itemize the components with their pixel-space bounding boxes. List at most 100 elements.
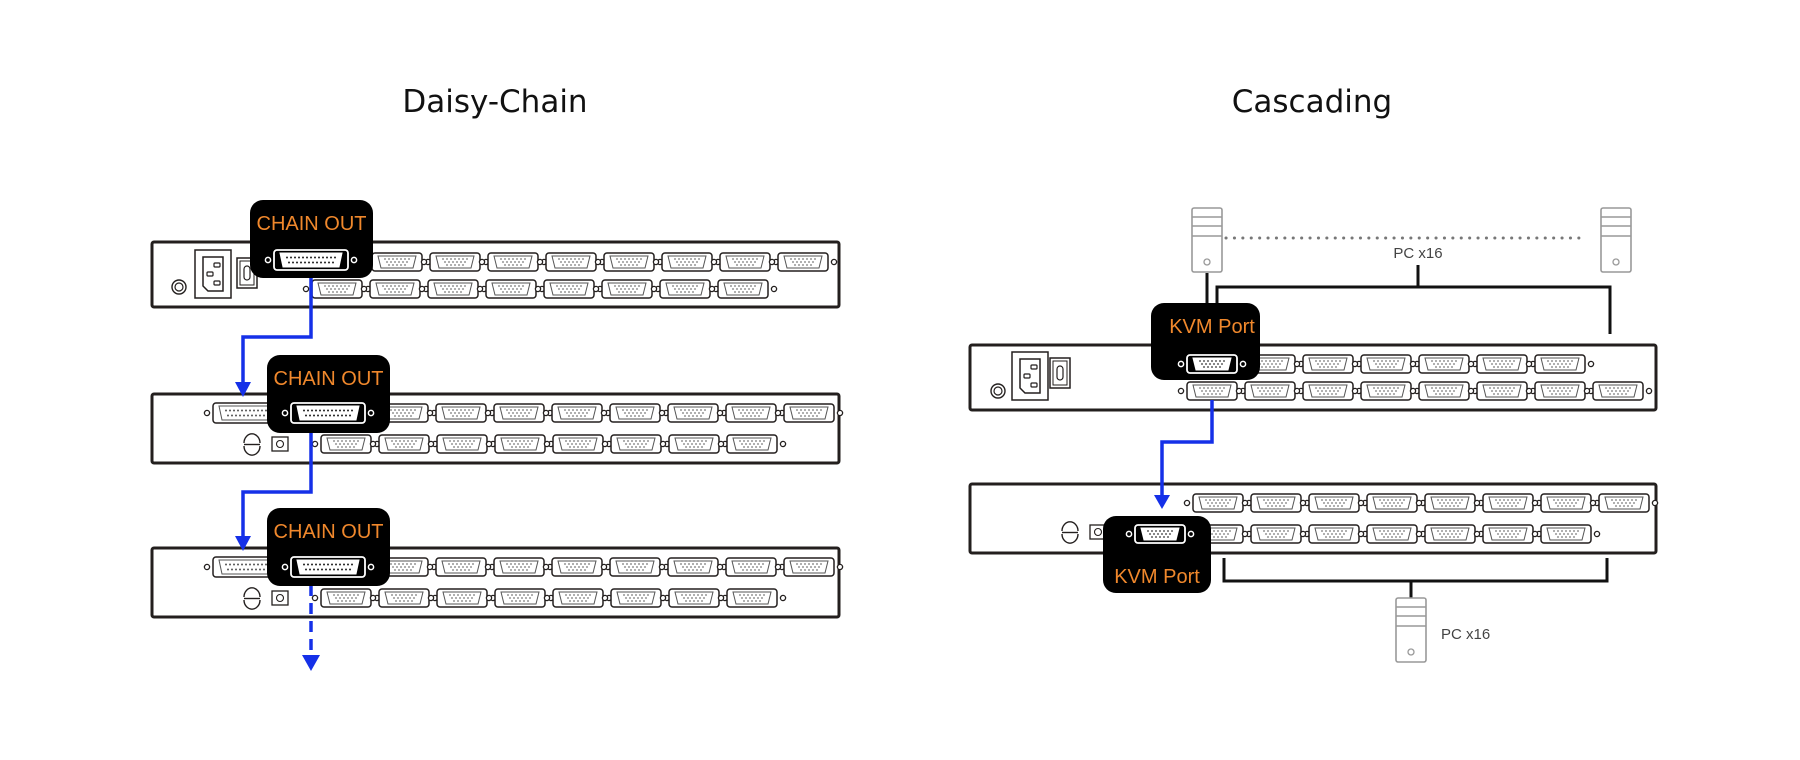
vga-port-icon — [594, 252, 664, 272]
vga-port-icon — [1409, 354, 1479, 374]
vga-port-icon — [600, 557, 670, 577]
db25-port-icon — [281, 556, 375, 578]
chain-cable-1-2 — [241, 278, 313, 385]
vga-port-icon — [592, 279, 662, 299]
arrow-down-icon — [235, 382, 251, 397]
vga-port-icon — [485, 434, 555, 454]
vga-port-icon — [542, 557, 612, 577]
vga-port-icon — [311, 434, 381, 454]
pc-tower-icon — [1191, 207, 1223, 273]
vga-port-icon — [1473, 524, 1543, 544]
chain-out-callout-3: CHAIN OUT — [267, 508, 390, 586]
vga-port-icon — [716, 557, 786, 577]
vga-port-icon — [484, 557, 554, 577]
ground-screw-icon — [990, 383, 1006, 399]
vga-port-icon — [484, 403, 554, 423]
power-inlet-icon — [1011, 351, 1049, 401]
vga-port-icon — [1415, 524, 1485, 544]
vga-port-icon — [536, 252, 606, 272]
vga-port-icon — [542, 403, 612, 423]
arrow-down-icon — [302, 655, 320, 671]
kvm-port-callout-bottom: KVM Port — [1103, 516, 1211, 593]
vga-port-icon — [426, 403, 496, 423]
vga-port-icon — [418, 279, 488, 299]
vga-port-icon — [710, 252, 780, 272]
vga-port-icon — [369, 588, 439, 608]
power-inlet-icon — [194, 249, 232, 299]
vga-port-icon — [1293, 354, 1363, 374]
vga-port-icon — [601, 588, 671, 608]
vga-port-icon — [1583, 381, 1653, 401]
vga-port-icon — [1467, 354, 1537, 374]
cascade-link — [1154, 400, 1214, 509]
vga-port-icon — [1241, 524, 1311, 544]
chain-out-label: CHAIN OUT — [257, 213, 367, 235]
vga-port-icon — [600, 403, 670, 423]
vga-port-icon — [717, 588, 787, 608]
power-switch-icon — [1049, 357, 1071, 389]
vga-port-icon — [1299, 524, 1369, 544]
vga-port-icon — [774, 557, 844, 577]
vga-port-icon — [1235, 381, 1305, 401]
pc-tower-icon — [1600, 207, 1632, 273]
vga-port-icon — [1473, 493, 1543, 513]
vga-port-icon — [659, 588, 729, 608]
vga-port-icon — [1531, 524, 1601, 544]
vga-port-icon — [360, 279, 430, 299]
daisy-chain-title: Daisy-Chain — [402, 84, 588, 120]
vga-port-icon — [1415, 493, 1485, 513]
vga-port-icon — [427, 588, 497, 608]
chain-out-label: CHAIN OUT — [274, 521, 384, 543]
vga-port-icon — [1357, 524, 1427, 544]
vga-port-icon — [1467, 381, 1537, 401]
pc-bus-bracket — [1222, 558, 1609, 583]
vga-port-icon — [650, 279, 720, 299]
vga-port-icon — [534, 279, 604, 299]
vga-port-icon — [302, 279, 372, 299]
vga-port-icon — [543, 588, 613, 608]
chain-out-label: CHAIN OUT — [274, 368, 384, 390]
pc-count-label: PC x16 — [1393, 245, 1442, 262]
vga-port-icon — [1351, 381, 1421, 401]
chain-cable-2-3 — [241, 432, 313, 538]
vga-port-icon — [1589, 493, 1659, 513]
vga-port-icon — [708, 279, 778, 299]
vga-port-icon — [716, 403, 786, 423]
vga-port-icon — [1241, 493, 1311, 513]
vga-port-icon — [774, 403, 844, 423]
vga-port-icon — [1177, 354, 1247, 374]
cascade-cable — [1160, 400, 1214, 497]
vga-port-icon — [1531, 493, 1601, 513]
vga-port-icon — [427, 434, 497, 454]
vga-port-icon — [1357, 493, 1427, 513]
pc-bus-bracket — [1215, 285, 1612, 334]
vga-port-icon — [1525, 381, 1595, 401]
ground-screw-icon — [171, 279, 187, 295]
vga-port-icon — [717, 434, 787, 454]
pc-tower-icon — [1395, 597, 1427, 663]
kvm-port-label: KVM Port — [1114, 566, 1200, 588]
chain-out-callout-2: CHAIN OUT — [267, 355, 390, 433]
vga-port-icon — [1125, 524, 1195, 544]
vga-port-icon — [311, 588, 381, 608]
cascade-master-unit — [968, 343, 1658, 412]
bottom-pc-group: PC x16 — [1222, 558, 1609, 663]
vga-port-icon — [476, 279, 546, 299]
cascading-title: Cascading — [1231, 84, 1393, 120]
vga-port-icon — [369, 434, 439, 454]
vga-port-icon — [768, 252, 838, 272]
vga-port-icon — [601, 434, 671, 454]
daisy-chain-links — [235, 278, 320, 671]
vga-port-icon — [1299, 493, 1369, 513]
vga-port-icon — [420, 252, 490, 272]
vga-port-icon — [1183, 493, 1253, 513]
vga-port-icon — [1293, 381, 1363, 401]
vga-port-icon — [543, 434, 613, 454]
vga-port-icon — [478, 252, 548, 272]
vga-port-icon — [659, 434, 729, 454]
db25-port-icon — [264, 249, 358, 271]
kvm-port-callout-top: KVM Port — [1151, 303, 1260, 380]
vga-port-icon — [1409, 381, 1479, 401]
chain-out-callout-1: CHAIN OUT — [250, 200, 373, 278]
